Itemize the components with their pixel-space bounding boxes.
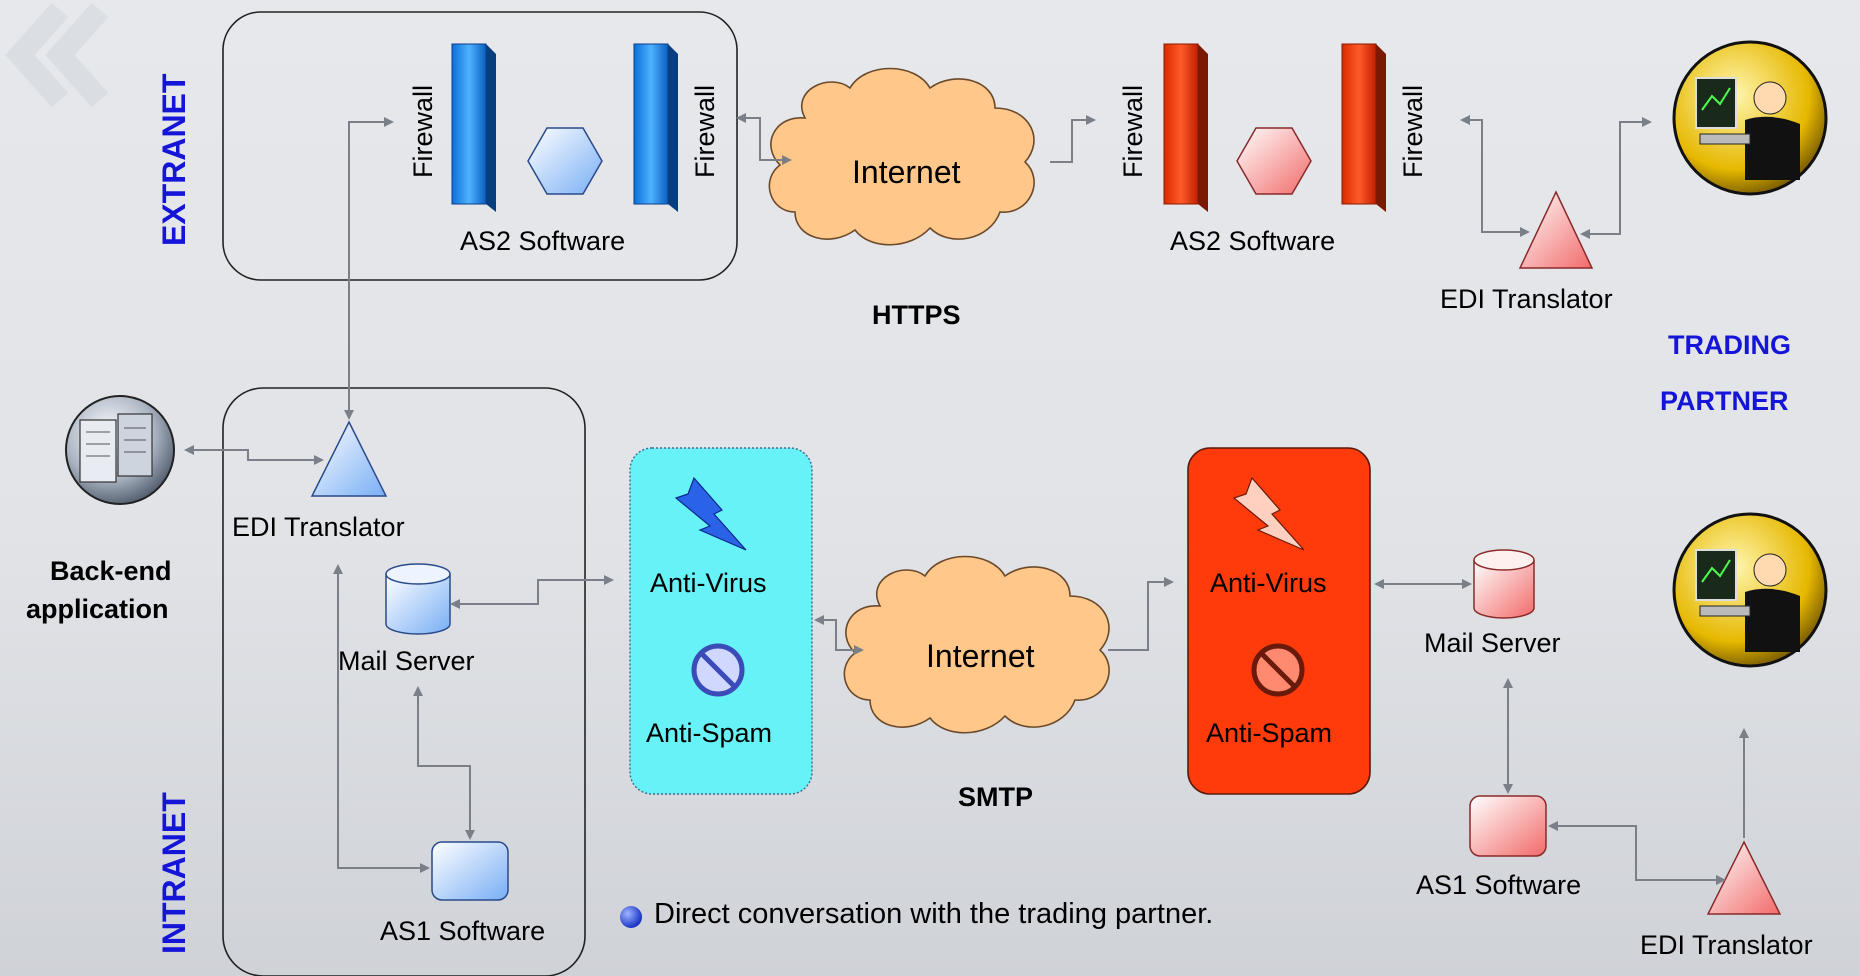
intranet-zone-box xyxy=(222,387,586,976)
intranet-label: INTRANET xyxy=(156,792,192,954)
firewall-label: Firewall xyxy=(1398,84,1428,178)
connector-lines xyxy=(184,113,1749,885)
firewall-right-1 xyxy=(1163,43,1208,212)
no-sign-icon xyxy=(691,643,745,697)
bullet-icon xyxy=(620,906,642,928)
firewall-label: Firewall xyxy=(690,84,720,178)
as1-software-right-icon xyxy=(1469,795,1547,857)
edi-translator-right-top-label: EDI Translator xyxy=(1440,284,1613,314)
mail-server-left-icon xyxy=(385,563,451,635)
https-label: HTTPS xyxy=(872,300,961,330)
backend-label-line2: application xyxy=(26,594,169,624)
extranet-label: EXTRANET xyxy=(156,73,192,246)
edi-translator-right-bottom-label: EDI Translator xyxy=(1640,930,1813,960)
internet-cloud-bottom xyxy=(843,555,1110,734)
anti-virus-right-label: Anti-Virus xyxy=(1210,568,1327,598)
edi-translator-left-icon xyxy=(310,420,388,497)
lightning-icon xyxy=(1232,476,1305,551)
server-icon xyxy=(65,395,175,505)
anti-spam-left-label: Anti-Spam xyxy=(646,718,773,748)
firewall-label: Firewall xyxy=(1118,84,1148,178)
trading-partner-line1: TRADING xyxy=(1668,330,1791,360)
firewall-right-2 xyxy=(1341,43,1386,212)
as1-software-left-icon xyxy=(431,841,509,901)
smtp-label: SMTP xyxy=(958,782,1034,812)
mail-server-left-label: Mail Server xyxy=(338,646,475,676)
as1-software-right-label: AS1 Software xyxy=(1416,870,1582,900)
firewall-left-2 xyxy=(633,43,678,212)
edi-translator-left-label: EDI Translator xyxy=(232,512,405,542)
as2-software-left-icon xyxy=(527,127,603,195)
edi-translator-right-top-icon xyxy=(1518,190,1594,269)
anti-virus-box-right xyxy=(1187,447,1371,795)
no-sign-icon xyxy=(1251,643,1305,697)
person-at-computer-icon xyxy=(1672,40,1828,196)
trading-partner-line2: PARTNER xyxy=(1660,386,1789,416)
firewall-label: Firewall xyxy=(408,84,438,178)
internet-cloud-top xyxy=(768,67,1035,246)
anti-virus-left-label: Anti-Virus xyxy=(650,568,767,598)
person-at-computer-icon xyxy=(1672,512,1828,668)
backend-label-line1: Back-end xyxy=(50,556,172,586)
as1-software-left-label: AS1 Software xyxy=(380,916,546,946)
background-chevron-decor xyxy=(5,2,109,108)
anti-spam-right-label: Anti-Spam xyxy=(1206,718,1333,748)
edi-translator-right-bottom-icon xyxy=(1706,840,1782,915)
as2-software-left-label: AS2 Software xyxy=(460,226,626,256)
lightning-icon xyxy=(674,476,747,551)
internet-bottom-label: Internet xyxy=(926,638,1035,674)
as2-software-right-label: AS2 Software xyxy=(1170,226,1336,256)
as2-software-right-icon xyxy=(1236,127,1312,195)
bullet-note: Direct conversation with the trading par… xyxy=(654,898,1214,930)
mail-server-right-icon xyxy=(1473,549,1535,619)
internet-top-label: Internet xyxy=(852,154,961,190)
firewall-left-1 xyxy=(451,43,496,212)
mail-server-right-label: Mail Server xyxy=(1424,628,1561,658)
anti-virus-box-left xyxy=(629,447,813,795)
